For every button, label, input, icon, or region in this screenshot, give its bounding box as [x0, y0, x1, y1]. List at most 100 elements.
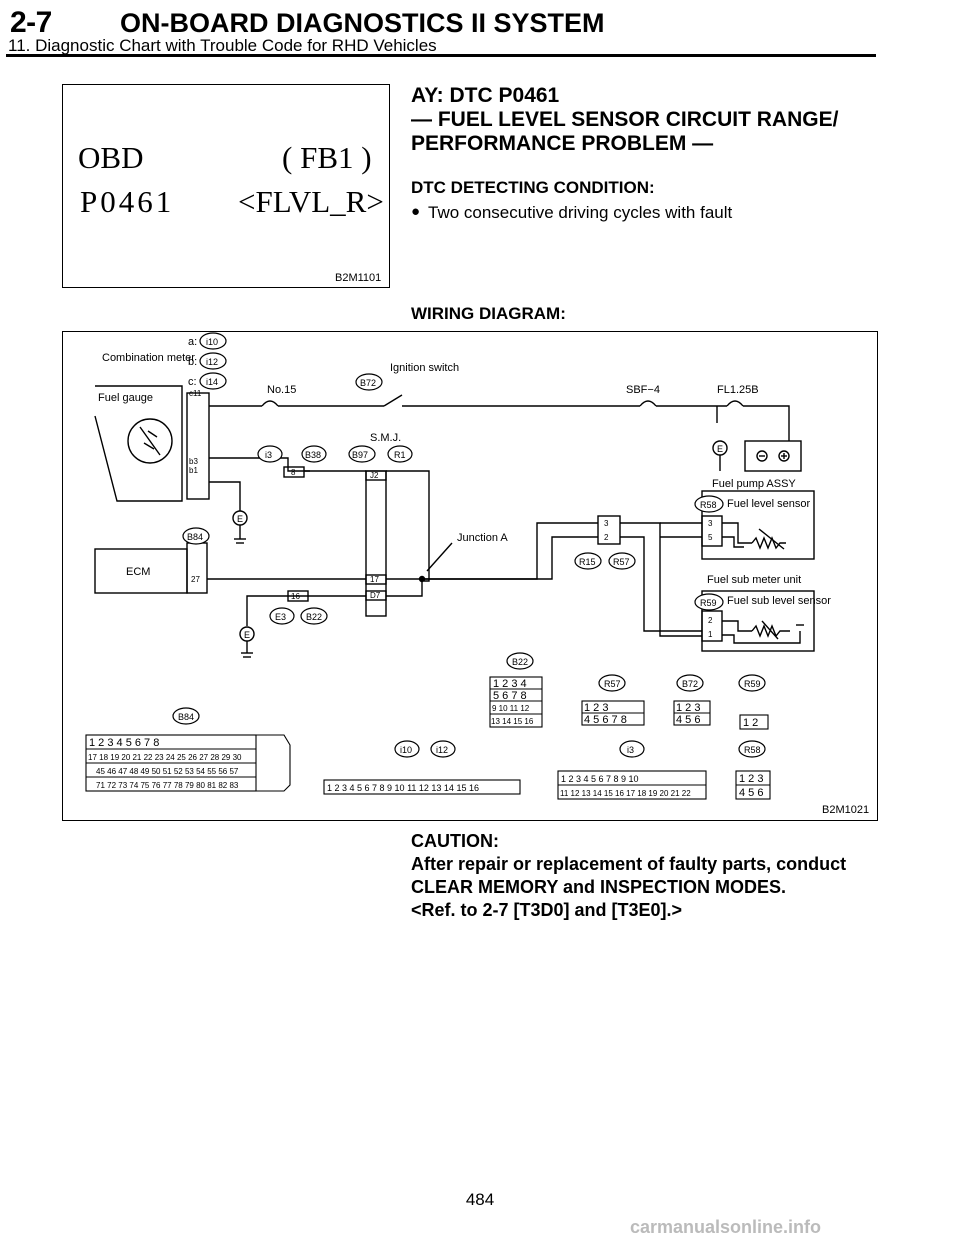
pin-16: 16 [291, 592, 300, 601]
tag-b84: B84 [187, 532, 203, 542]
tag-i10-face: i10 [400, 745, 412, 755]
b22-face-row3: 9 10 11 12 [492, 704, 530, 713]
b72-face-row1: 1 2 3 [676, 702, 700, 714]
tag-i12-face: i12 [436, 745, 448, 755]
pin-2-r59: 2 [708, 616, 713, 625]
tag-b22-face: B22 [512, 657, 528, 667]
screen-obd-label: OBD [78, 140, 144, 175]
page-number: 484 [465, 1190, 495, 1209]
caution-block: CAUTION: After repair or replacement of … [411, 830, 879, 922]
dtc-title-line3: PERFORMANCE PROBLEM — [411, 132, 714, 155]
label-fl125b: FL1.25B [717, 384, 759, 396]
screen-dtc-code: P0461 [80, 184, 175, 219]
screen-figure-id: B2M1101 [335, 272, 382, 284]
pin-8: 8 [291, 468, 296, 477]
dtc-title: AY: DTC P0461 — FUEL LEVEL SENSOR CIRCUI… [411, 84, 838, 156]
i3-face-row1: 1 2 3 4 5 6 7 8 9 10 [561, 774, 639, 784]
label-fuel-level-sensor: Fuel level sensor [727, 498, 810, 510]
detecting-condition-heading: DTC DETECTING CONDITION: [411, 178, 655, 197]
tag-b72: B72 [360, 378, 376, 388]
caution-heading: CAUTION: [411, 831, 499, 851]
wiring-diagram-heading: WIRING DIAGRAM: [411, 304, 566, 323]
screen-dtc-name: <FLVL_R> [238, 184, 384, 219]
label-smj: S.M.J. [370, 432, 401, 444]
pin-j2: J2 [370, 471, 379, 480]
b84-face-row4: 71 72 73 74 75 76 77 78 79 80 81 82 83 [96, 781, 239, 790]
tag-b38: B38 [305, 450, 321, 460]
scan-tool-screen-figure [62, 84, 390, 288]
ground-meter: E [237, 514, 243, 524]
detecting-condition-text: Two consecutive driving cycles with faul… [428, 203, 733, 222]
label-b: b: [188, 356, 197, 368]
label-ignition-switch: Ignition switch [390, 362, 459, 374]
tag-i14: i14 [206, 377, 218, 387]
bullet-icon: ● [411, 203, 421, 220]
r57-face-row2: 4 5 6 7 8 [584, 714, 627, 726]
dtc-title-line1: AY: DTC P0461 [411, 84, 560, 107]
tag-r1: R1 [394, 450, 406, 460]
tag-e3: E3 [275, 612, 286, 622]
b22-face-row1: 1 2 3 4 [493, 678, 527, 690]
label-fuel-gauge: Fuel gauge [98, 392, 153, 404]
label-fuel-sub-level-sensor: Fuel sub level sensor [727, 595, 831, 607]
pin-3-r58: 3 [708, 519, 713, 528]
b84-face-row1: 1 2 3 4 5 6 7 8 [89, 737, 159, 749]
r57-face-row1: 1 2 3 [584, 702, 608, 714]
b22-face-row4: 13 14 15 16 [491, 717, 534, 726]
b22-face-row2: 5 6 7 8 [493, 690, 527, 702]
b84-face-row2: 17 18 19 20 21 22 23 24 25 26 27 28 29 3… [88, 753, 242, 762]
caution-line3: <Ref. to 2-7 [T3D0] and [T3E0].> [411, 900, 683, 920]
i3-face-row2: 11 12 13 14 15 16 17 18 19 20 21 22 [560, 789, 691, 798]
ground-battery: E [717, 444, 723, 454]
pin-b3: b3 [189, 457, 198, 466]
watermark: carmanualsonline.info [630, 1217, 822, 1237]
label-ecm: ECM [126, 566, 150, 578]
tag-b72-face: B72 [682, 679, 698, 689]
tag-i10: i10 [206, 337, 218, 347]
label-combination-meter: Combination meter [102, 352, 195, 364]
tag-r58: R58 [700, 500, 717, 510]
pin-1-r59: 1 [708, 630, 713, 639]
label-no15: No.15 [267, 384, 296, 396]
pin-3-r15: 3 [604, 519, 609, 528]
dtc-title-line2: — FUEL LEVEL SENSOR CIRCUIT RANGE/ [411, 108, 839, 131]
pin-5-r58: 5 [708, 533, 713, 542]
r58-face-row1: 1 2 3 [739, 773, 763, 785]
tag-r59: R59 [700, 598, 717, 608]
tag-r15: R15 [579, 557, 596, 567]
caution-line1: After repair or replacement of faulty pa… [411, 854, 847, 874]
b84-face-row3: 45 46 47 48 49 50 51 52 53 54 55 56 57 [96, 767, 239, 776]
label-fuel-pump-assy: Fuel pump ASSY [712, 478, 796, 490]
tag-b22: B22 [306, 612, 322, 622]
page-title: ON-BOARD DIAGNOSTICS II SYSTEM [120, 8, 605, 38]
tag-r58-face: R58 [744, 745, 761, 755]
tag-r59-face: R59 [744, 679, 761, 689]
pin-b1: b1 [189, 466, 198, 475]
wiring-figure-id: B2M1021 [822, 804, 870, 816]
tag-b84-face: B84 [178, 712, 194, 722]
ground-ecm: E [244, 630, 250, 640]
pin-17: 17 [370, 575, 379, 584]
page-subtitle: 11. Diagnostic Chart with Trouble Code f… [8, 36, 437, 55]
wiring-diagram-frame [62, 331, 878, 821]
b72-face-row2: 4 5 6 [676, 714, 700, 726]
caution-line2: CLEAR MEMORY and INSPECTION MODES. [411, 877, 787, 897]
tag-r57: R57 [613, 557, 630, 567]
tag-i3-face: i3 [627, 745, 634, 755]
r58-face-row2: 4 5 6 [739, 787, 763, 799]
label-junction-a: Junction A [457, 532, 508, 544]
pin-2-r15: 2 [604, 533, 609, 542]
label-sbf4: SBF−4 [626, 384, 660, 396]
screen-fb1-label: ( FB1 ) [282, 140, 372, 175]
pin-d7: D7 [370, 591, 381, 600]
section-number: 2-7 [10, 6, 52, 39]
pin-27: 27 [191, 575, 200, 584]
i10-i12-face: 1 2 3 4 5 6 7 8 9 10 11 12 13 14 15 16 [327, 783, 479, 793]
label-fuel-sub-meter-unit: Fuel sub meter unit [707, 574, 801, 586]
label-c: c: [188, 376, 197, 388]
header-rule [6, 54, 876, 57]
r59-face: 1 2 [743, 717, 758, 729]
tag-i12: i12 [206, 357, 218, 367]
tag-r57-face: R57 [604, 679, 621, 689]
tag-i3: i3 [265, 450, 272, 460]
